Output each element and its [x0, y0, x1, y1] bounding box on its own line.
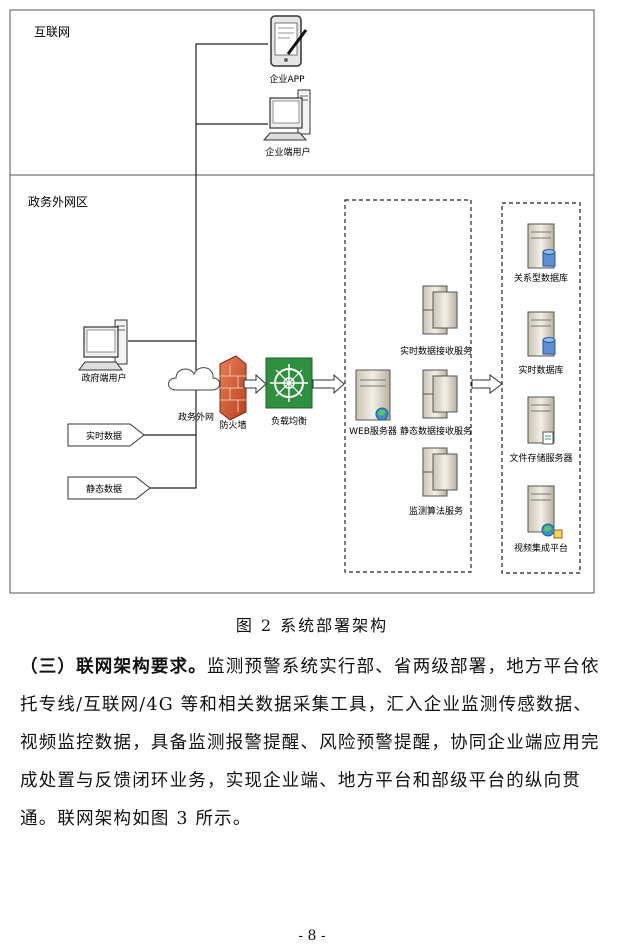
- web-server-label: WEB服务器: [349, 425, 397, 437]
- phone-icon: [270, 15, 308, 67]
- file-server-icon: [527, 396, 555, 445]
- figure-caption: 图 2 系统部署架构: [235, 616, 389, 635]
- system-deployment-diagram: 互联网 政务外网区 企业APP 企业端用户 政府端用户: [9, 9, 595, 594]
- static-receive-server-icon: [422, 369, 458, 419]
- internet-zone-label: 互联网: [34, 25, 70, 39]
- cloud-icon: [168, 367, 221, 391]
- body-paragraph: （三）联网架构要求。监测预警系统实行部、省两级部署，地方平台依托专线/互联网/4…: [20, 648, 610, 838]
- firewall-label: 防火墙: [219, 419, 246, 431]
- storage-group-box: [501, 202, 581, 574]
- static-data-label: 静态数据: [86, 483, 122, 495]
- page-number: - 8 -: [298, 928, 326, 944]
- connection-lines: [128, 43, 268, 489]
- video-platform-label: 视频集成平台: [514, 542, 568, 554]
- enterprise-app-label: 企业APP: [269, 73, 305, 85]
- realtime-receive-label: 实时数据接收服务: [400, 345, 472, 357]
- enterprise-user-label: 企业端用户: [265, 146, 310, 158]
- gov-zone-label: 政务外网区: [28, 194, 88, 209]
- algorithm-label: 监测算法服务: [409, 505, 463, 517]
- computer-icon: [262, 89, 311, 141]
- file-storage-label: 文件存储服务器: [509, 452, 572, 464]
- realtime-receive-server-icon: [422, 285, 458, 335]
- load-balancer-icon: [265, 357, 313, 409]
- gov-network-label: 政务外网: [178, 411, 214, 423]
- database-icon: [527, 311, 556, 357]
- load-balancer-label: 负载均衡: [271, 415, 307, 427]
- static-data-arrow: [67, 476, 151, 500]
- firewall-icon: [219, 355, 247, 421]
- database-icon: [527, 223, 556, 269]
- section-heading: （三）联网架构要求。: [20, 657, 207, 677]
- paragraph-body: 监测预警系统实行部、省两级部署，地方平台依托专线/互联网/4G 等和相关数据采集…: [20, 657, 600, 829]
- static-receive-label: 静态数据接收服务: [400, 425, 472, 437]
- algorithm-server-icon: [422, 447, 458, 497]
- realtime-db-label: 实时数据库: [518, 364, 563, 376]
- flow-arrows: [243, 373, 503, 395]
- relational-db-label: 关系型数据库: [514, 272, 568, 284]
- gov-network-zone: [9, 174, 595, 594]
- service-group-box: [344, 199, 472, 573]
- video-server-icon: [527, 485, 563, 539]
- realtime-data-arrow: [67, 423, 145, 447]
- web-server-icon: [355, 369, 391, 421]
- gov-computer-icon: [78, 319, 128, 371]
- realtime-data-label: 实时数据: [86, 430, 122, 442]
- gov-user-label: 政府端用户: [81, 372, 126, 384]
